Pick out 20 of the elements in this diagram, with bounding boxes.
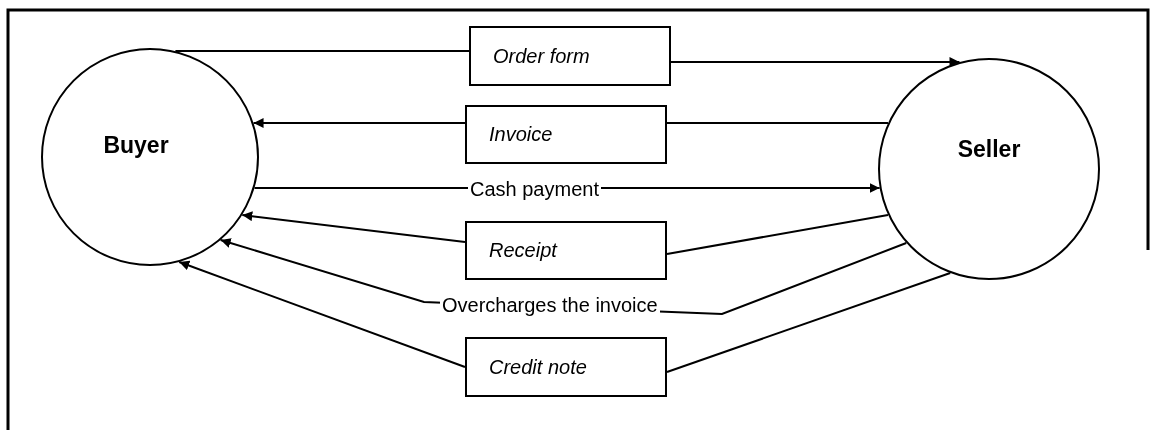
arrow — [670, 57, 961, 67]
arrow — [252, 118, 466, 128]
arrow — [241, 211, 466, 243]
document-label: Receipt — [489, 239, 557, 262]
arrow — [178, 260, 466, 368]
entity-circle — [41, 48, 259, 266]
entity-label: Buyer — [103, 131, 169, 159]
connector-line — [666, 214, 889, 255]
document-box — [469, 26, 671, 86]
connector-line — [174, 50, 470, 52]
entity-circle — [878, 58, 1100, 280]
connector-line — [666, 272, 952, 373]
connector-line — [666, 122, 889, 124]
document-box — [465, 221, 667, 280]
document-box — [465, 105, 667, 164]
document-label: Invoice — [489, 123, 553, 146]
document-label: Order form — [493, 44, 590, 68]
entity-label: Seller — [957, 135, 1021, 163]
document-box — [465, 337, 667, 397]
document-label: Credit note — [489, 355, 587, 379]
